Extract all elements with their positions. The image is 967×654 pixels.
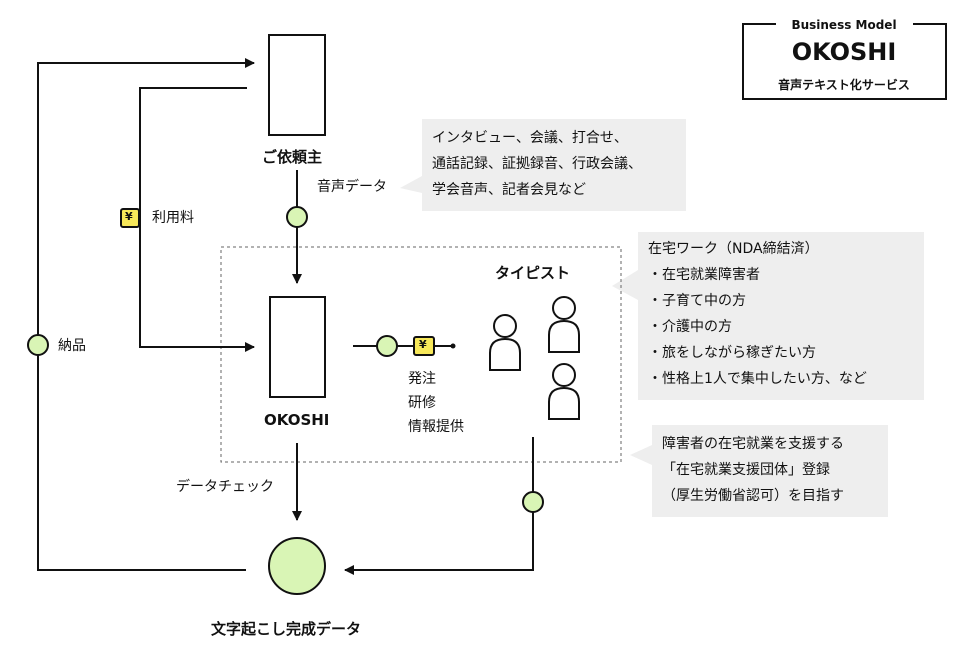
- callout-line: ・在宅就業障害者: [648, 267, 760, 283]
- callout-line: ・介護中の方: [648, 319, 732, 335]
- support-callout: 障害者の在宅就業を支援する 「在宅就業支援団体」登録 （厚生労働省認可）を目指す: [652, 425, 888, 517]
- callout-line: ・性格上1人で集中したい方、など: [648, 371, 867, 387]
- order-yen-text: ¥: [419, 338, 427, 351]
- support-pointer: [630, 445, 652, 465]
- order-line-end: [450, 343, 456, 349]
- callout-line: 「在宅就業支援団体」登録: [662, 462, 830, 478]
- callout-line: 学会音声、記者会見など: [432, 182, 586, 198]
- typists-label: タイピスト: [495, 264, 571, 282]
- order-label: 発注: [408, 371, 436, 387]
- client-node: [268, 34, 326, 136]
- business-model-label: Business Model: [791, 18, 897, 32]
- callout-line: （厚生労働省認可）を目指す: [662, 488, 844, 504]
- typist-profile-callout: 在宅ワーク（NDA締結済） ・在宅就業障害者 ・子育て中の方 ・介護中の方 ・旅…: [638, 232, 924, 400]
- typist-delivery-dot: [522, 491, 544, 513]
- business-model-frame: [742, 23, 947, 100]
- person-icon: [548, 296, 580, 353]
- callout-line: 通話記録、証拠録音、行政会議、: [432, 156, 642, 172]
- client-label: ご依頼主: [262, 148, 323, 166]
- business-model-header: Business Model OKOSHI 音声テキスト化サービス: [742, 18, 946, 98]
- delivery-arrow: [37, 58, 255, 571]
- audio-data-label: 音声データ: [317, 179, 387, 195]
- okoshi-node: [269, 296, 326, 398]
- output-label: 文字起こし完成データ: [211, 620, 362, 638]
- order-dot: [376, 335, 398, 357]
- person-icon: [489, 314, 521, 371]
- service-boundary: [220, 246, 622, 463]
- output-node: [268, 537, 326, 595]
- callout-line: 在宅ワーク（NDA締結済）: [648, 241, 819, 257]
- info-label: 情報提供: [408, 419, 464, 435]
- callout-line: 障害者の在宅就業を支援する: [662, 436, 844, 452]
- delivery-label: 納品: [58, 338, 86, 354]
- audio-data-dot: [286, 206, 308, 228]
- callout-line: ・子育て中の方: [648, 293, 746, 309]
- callout-line: インタビュー、会議、打合せ、: [432, 130, 628, 146]
- audio-sources-pointer: [400, 176, 422, 193]
- usage-fee-yen-badge: [120, 208, 140, 228]
- delivery-dot: [27, 334, 49, 356]
- usage-fee-yen-text: ¥: [125, 210, 133, 223]
- typist-profile-pointer: [612, 270, 638, 300]
- typist-delivery-arrow: [344, 437, 534, 575]
- person-icon: [548, 363, 580, 420]
- business-model-name: OKOSHI: [791, 38, 897, 66]
- okoshi-label: OKOSHI: [264, 411, 330, 429]
- callout-line: ・旅をしながら稼ぎたい方: [648, 345, 816, 361]
- business-model-subtitle: 音声テキスト化サービス: [778, 78, 910, 92]
- usage-fee-label: 利用料: [152, 210, 194, 226]
- order-yen-badge: [413, 336, 435, 356]
- training-label: 研修: [408, 395, 436, 411]
- audio-sources-callout: インタビュー、会議、打合せ、 通話記録、証拠録音、行政会議、 学会音声、記者会見…: [422, 119, 686, 211]
- data-check-label: データチェック: [176, 479, 274, 495]
